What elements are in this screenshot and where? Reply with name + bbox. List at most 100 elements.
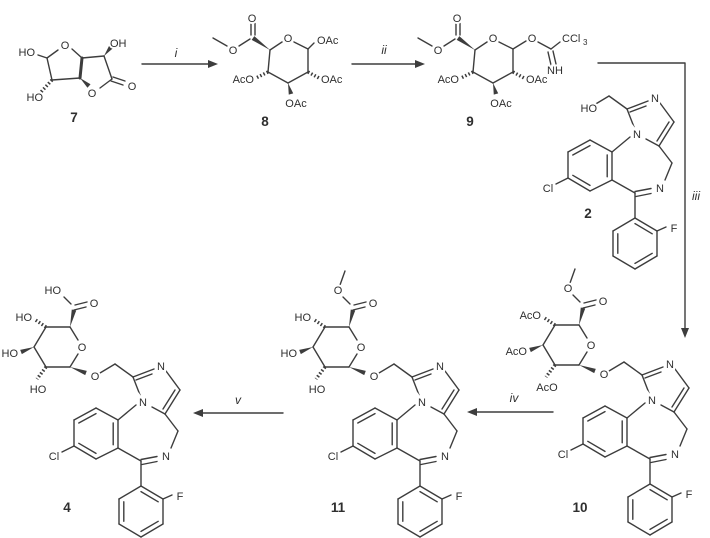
c11-ho-left-label: HO	[281, 348, 298, 360]
c2-bridge-n-label: N	[633, 129, 641, 141]
c4-cl-label: Cl	[49, 451, 59, 463]
c10-cl-label: Cl	[558, 449, 568, 461]
compound-4-number: 4	[63, 500, 71, 515]
compound-4: HO O O HO HO HO O N N N Cl F 4	[0, 283, 186, 538]
c8-oac-right-label: OAc	[321, 74, 343, 86]
compound-2-number: 2	[584, 206, 592, 221]
c7-wedge-oh	[104, 45, 113, 56]
c7-oh-top-label: OH	[110, 38, 127, 50]
c11-methyl-bond	[339, 270, 346, 286]
arrowhead-iv	[467, 408, 477, 416]
c9-ccl3-subscript: 3	[583, 38, 588, 47]
c10-carbonyl-o-label: O	[599, 296, 608, 308]
c11-ester-o-label: O	[334, 285, 343, 297]
c4-imine-n-label: N	[162, 451, 170, 463]
c9-aco-left-label: AcO	[438, 74, 460, 86]
c4-ho-bottom-label: HO	[30, 384, 47, 396]
compound-7-bonds	[37, 48, 126, 89]
arrow-step-iv: iv	[467, 391, 554, 416]
c11-ho-top-label: HO	[295, 312, 312, 324]
arrow-step-ii: ii	[351, 43, 425, 68]
step-label-iv: iv	[510, 391, 520, 405]
c4-link-o-label: O	[91, 371, 100, 383]
step-label-iii: iii	[692, 189, 700, 203]
c7-wedge-lactone-o	[80, 78, 91, 88]
c4-ring-o-label: O	[78, 342, 87, 354]
compound-4-sugar	[18, 295, 89, 381]
reaction-arrows: i ii iii iv v	[141, 43, 700, 417]
c9-link-o-label: O	[528, 33, 537, 45]
c7-ho-bottom-label: HO	[27, 92, 44, 104]
c4-imidazole-n-label: N	[157, 361, 165, 373]
arrow-step-iii: iii	[597, 62, 700, 338]
compound-8: O O O OAc OAc OAc AcO 8	[211, 11, 345, 129]
compound-8-sugar	[211, 21, 321, 97]
c10-ester-o-label: O	[564, 283, 573, 295]
c9-oac-right-label: OAc	[526, 74, 548, 86]
c11-imidazole-n-label: N	[436, 361, 444, 373]
c10-bridge-n-label: N	[648, 395, 656, 407]
c9-oac-bottom-label: OAc	[490, 98, 512, 110]
c8-ester-o-label: O	[229, 45, 238, 57]
c10-aco-bottom-label: AcO	[536, 382, 558, 394]
arrow-step-v: v	[193, 393, 284, 417]
c11-ring-o-label: O	[357, 342, 366, 354]
step-label-i: i	[175, 46, 178, 60]
c7-stereo-hash-bond	[39, 78, 54, 94]
step-label-v: v	[235, 393, 242, 407]
compound-11: O O O HO HO HO O N N N Cl F 11	[279, 270, 465, 538]
c4-acid-ho-label: HO	[45, 285, 62, 297]
c2-f-label: F	[671, 223, 678, 235]
c11-carbonyl-o-label: O	[369, 298, 378, 310]
compound-7-number: 7	[70, 110, 78, 125]
step-label-ii: ii	[381, 43, 387, 57]
c9-carbonyl-o-label: O	[453, 13, 462, 25]
compound-10: O O O AcO AcO AcO O N N N Cl F 10	[504, 268, 695, 536]
compound-9-sugar	[416, 21, 526, 97]
c11-imine-n-label: N	[441, 451, 449, 463]
c9-nh-label: NH	[547, 65, 563, 77]
compound-10-sugar	[527, 293, 598, 379]
compound-7: HO O OH HO O O 7	[17, 36, 139, 125]
c11-f-label: F	[456, 491, 463, 503]
c10-imidazole-n-label: N	[666, 359, 674, 371]
c4-f-label: F	[177, 491, 184, 503]
compound-10-number: 10	[572, 500, 587, 515]
c7-carbonyl-o-label: O	[128, 81, 137, 93]
compound-9: O O O O CCl 3 NH OAc OAc AcO 9	[416, 11, 590, 129]
c4-ho-left-label: HO	[2, 348, 19, 360]
c7-lactone-o-label: O	[88, 88, 97, 100]
c10-f-label: F	[686, 489, 693, 501]
c10-link-o-label: O	[600, 369, 609, 381]
c11-cl-label: Cl	[328, 451, 338, 463]
c11-ho-bottom-label: HO	[309, 384, 326, 396]
arrowhead-iii	[681, 328, 689, 338]
c8-aco-left-label: AcO	[233, 74, 255, 86]
c2-imidazole-n-label: N	[651, 93, 659, 105]
c2-imine-n-label: N	[656, 183, 664, 195]
c4-bridge-n-label: N	[139, 397, 147, 409]
c4-carbonyl-o-label: O	[90, 298, 99, 310]
c2-cl-label: Cl	[543, 183, 553, 195]
c8-anomeric-bond	[307, 42, 315, 50]
c7-ho-left-label: HO	[19, 47, 36, 59]
c11-link-o-label: O	[370, 371, 379, 383]
c2-ho-label: HO	[581, 103, 598, 115]
c8-ring-o-label: O	[284, 33, 293, 45]
compound-9-imidate-bonds	[512, 40, 561, 66]
c8-oac-bottom-label: OAc	[285, 98, 307, 110]
c10-ring-o-label: O	[587, 340, 596, 352]
c4-ho-top-label: HO	[16, 312, 33, 324]
c9-ester-o-label: O	[434, 45, 443, 57]
c10-methyl-bond	[569, 268, 576, 284]
c8-oac-anomeric-label: OAc	[317, 35, 339, 47]
c7-ring-o-label: O	[61, 40, 70, 52]
compound-11-sugar	[297, 295, 368, 381]
arrowhead-ii	[415, 60, 425, 68]
c10-aco-top-label: AcO	[520, 310, 542, 322]
compound-9-number: 9	[466, 114, 474, 129]
compound-8-number: 8	[261, 114, 269, 129]
c8-carbonyl-o-label: O	[248, 13, 257, 25]
